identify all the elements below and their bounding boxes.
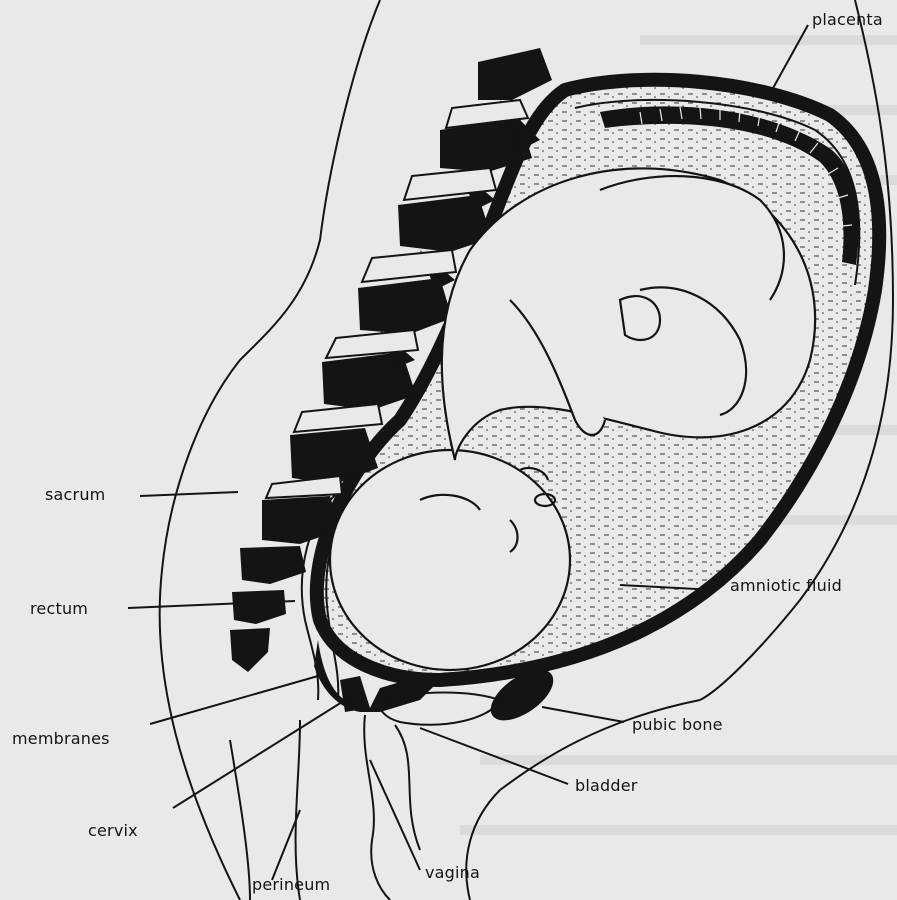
- label-cervix: cervix: [88, 823, 138, 839]
- label-sacrum: sacrum: [45, 487, 105, 503]
- label-rectum: rectum: [30, 601, 88, 617]
- label-amniotic-fluid: amniotic fluid: [730, 578, 842, 594]
- label-vagina: vagina: [425, 865, 480, 881]
- label-membranes: membranes: [12, 731, 110, 747]
- label-pubic-bone: pubic bone: [632, 717, 723, 733]
- label-bladder: bladder: [575, 778, 638, 794]
- label-perineum: perineum: [252, 877, 330, 893]
- background-text-line: [660, 8, 664, 28]
- label-placenta: placenta: [812, 12, 883, 28]
